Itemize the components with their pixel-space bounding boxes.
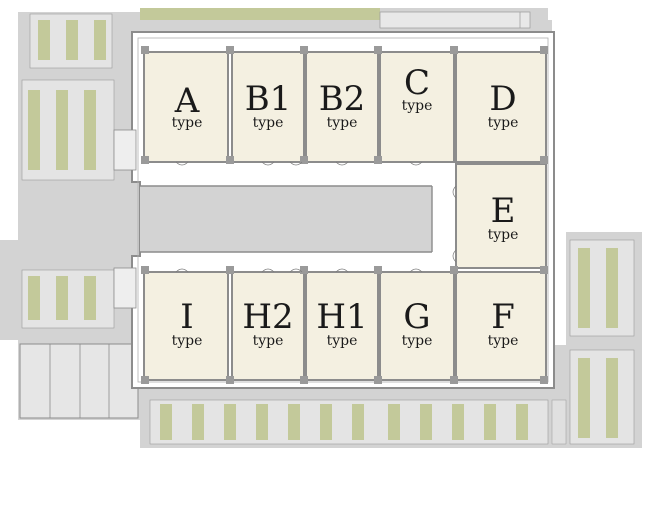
columns [141,46,548,384]
unit-b2-letter: B2 [319,79,366,119]
unit-b1-type: type [253,115,284,131]
unit-e-type: type [488,227,519,243]
unit-i-type: type [172,333,203,349]
unit-labels: A type B1 type B2 type C type D type E t… [172,63,519,349]
unit-b2-room [305,51,379,163]
unit-a-type: type [172,115,203,131]
unit-h1-type: type [327,333,358,349]
unit-h2-letter: H2 [242,297,293,337]
unit-d-room [455,51,547,163]
unit-c-room [379,51,455,163]
unit-g-room [379,271,455,381]
unit-i-room [143,271,229,381]
unit-c-type: type [402,98,433,114]
unit-b1-room [231,51,305,163]
unit-h2-room [231,271,305,381]
unit-a-letter: A [174,81,200,121]
parking-right [551,239,635,445]
unit-a-room [143,51,229,163]
unit-f-type: type [488,333,519,349]
unit-h2-type: type [253,333,284,349]
unit-f-letter: F [491,297,515,337]
unit-i-letter: I [180,297,193,337]
unit-b2-type: type [327,115,358,131]
unit-h1-letter: H1 [316,297,367,337]
unit-blocks [143,51,547,381]
unit-e-letter: E [491,191,516,231]
door-marks [175,161,457,273]
unit-f-room [455,271,547,381]
parking-left [19,13,139,419]
unit-g-type: type [402,333,433,349]
unit-e-room [455,163,547,269]
unit-d-letter: D [489,79,516,119]
unit-b1-letter: B1 [245,79,292,119]
unit-h1-room [305,271,379,381]
parking-bottom [149,399,549,445]
unit-c-letter: C [404,63,430,103]
unit-g-letter: G [403,297,430,337]
unit-d-type: type [488,115,519,131]
